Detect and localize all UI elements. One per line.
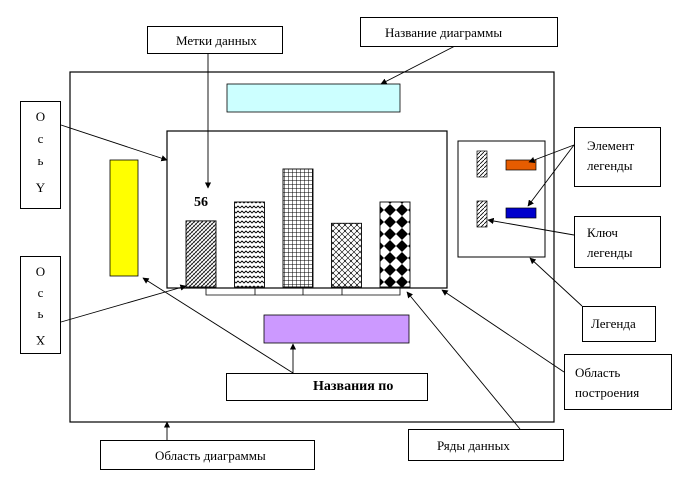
category-names-placeholder — [263, 314, 410, 344]
callout-category-names: Названия по — [226, 373, 428, 401]
data-bar — [234, 201, 265, 288]
data-bar — [379, 201, 411, 288]
callout-data-series: Ряды данных — [408, 429, 564, 461]
data-bar — [282, 168, 314, 288]
x-axis-bracket — [205, 288, 401, 296]
callout-data-labels-text: Метки данных — [176, 33, 257, 48]
data-label-value: 56 — [194, 195, 208, 210]
callout-legend-entry: Элемент легенды — [574, 127, 661, 187]
callout-chart-title-text: Название диаграммы — [385, 25, 503, 40]
data-series-bars — [185, 168, 411, 288]
callout-legend: Легенда — [582, 306, 656, 342]
data-bar — [185, 220, 217, 288]
callout-chart-area-text: Область диаграммы — [155, 448, 266, 463]
callout-chart-title: Название диаграммы — [360, 17, 558, 47]
legend-key-2 — [476, 200, 488, 228]
callout-plot-area-text: Область построения — [575, 365, 640, 400]
callout-legend-key: Ключ легенды — [574, 216, 661, 268]
legend-frame — [457, 140, 546, 258]
callout-chart-area: Область диаграммы — [100, 440, 315, 470]
callout-arrows — [60, 45, 583, 440]
callout-legend-key-text: Ключ легенды — [587, 225, 633, 260]
legend-key-1 — [476, 150, 488, 178]
callout-legend-entry-text: Элемент легенды — [587, 138, 635, 173]
callout-category-names-text: Названия по — [313, 379, 394, 394]
data-bar — [331, 222, 362, 288]
axis-y-placeholder — [109, 159, 139, 277]
callout-plot-area: Область построения — [564, 354, 672, 410]
callout-data-series-text: Ряды данных — [437, 438, 510, 453]
legend-swatch-1 — [505, 159, 537, 171]
callout-data-labels: Метки данных — [147, 26, 283, 54]
legend-swatch-2 — [505, 207, 537, 219]
chart-title-placeholder — [226, 83, 401, 113]
callout-legend-text: Легенда — [591, 316, 636, 331]
